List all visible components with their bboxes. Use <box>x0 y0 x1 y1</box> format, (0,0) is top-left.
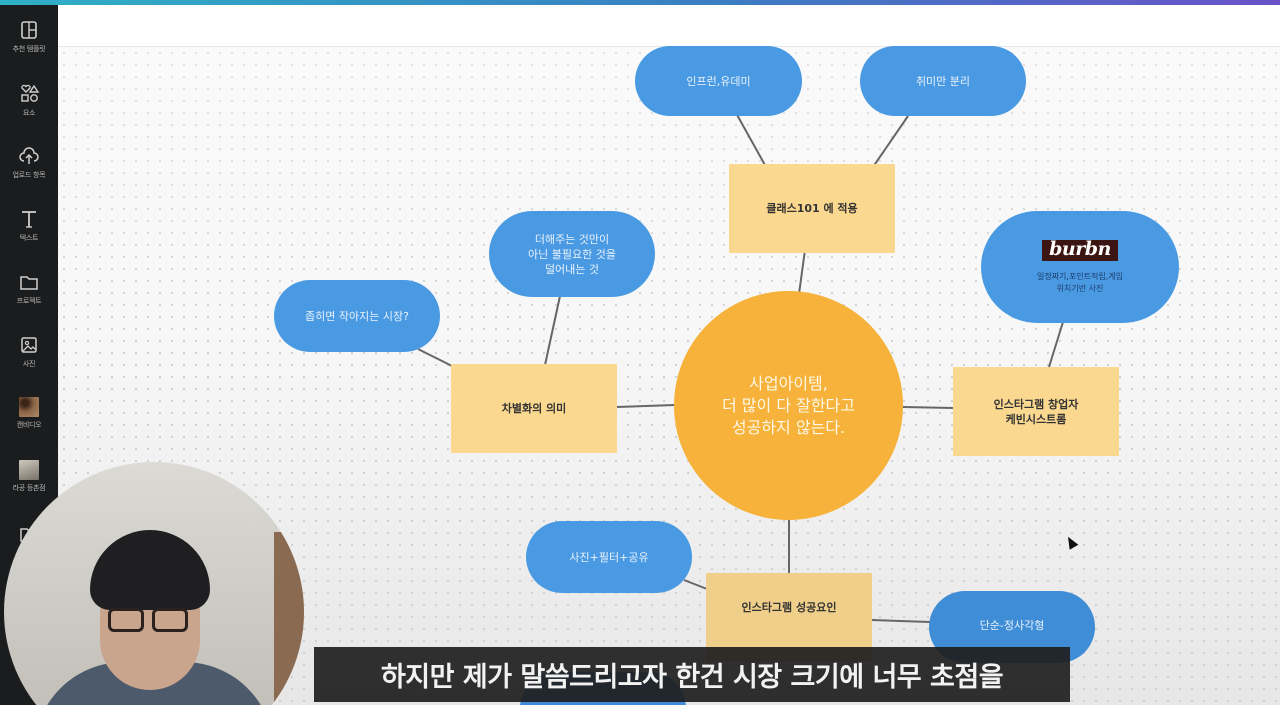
center-label-line: 더 많이 다 잘한다고 <box>721 395 856 415</box>
node-pill-narrow-market[interactable]: 좁히면 작아지는 시장? <box>274 280 440 352</box>
sidebar-item-label: 라공 등촌점 <box>12 484 46 492</box>
node-label: 인스타그램 성공요인 <box>741 601 837 614</box>
upload-cloud-icon <box>19 147 39 164</box>
photo-icon <box>21 337 37 353</box>
presenter-webcam <box>4 462 304 705</box>
burbn-logo: burbn <box>1042 239 1118 261</box>
node-label: 더해주는 것만이 아닌 불필요한 것을 덜어내는 것 <box>528 232 616 277</box>
text-icon <box>22 211 36 228</box>
folder-icon <box>20 276 38 290</box>
sidebar-item-label: 추천 템플릿 <box>12 45 46 53</box>
image-thumbnail <box>19 460 39 480</box>
sidebar-item-label: 텍스트 <box>19 234 39 242</box>
webcam-background-wall <box>274 532 304 705</box>
node-label: 인프런,유데미 <box>686 74 751 88</box>
node-pill-inflearn-udemy[interactable]: 인프런,유데미 <box>635 46 802 116</box>
node-label: 차별화의 의미 <box>501 402 567 415</box>
node-label: 인스타그램 창업자 케빈시스트롬 <box>994 397 1079 427</box>
node-label-line: 아닌 불필요한 것을 <box>528 247 616 261</box>
center-label: 사업아이템, 더 많이 다 잘한다고 성공하지 않는다. <box>722 373 855 439</box>
center-label-line: 성공하지 않는다. <box>731 417 846 437</box>
node-pill-subtraction[interactable]: 더해주는 것만이 아닌 불필요한 것을 덜어내는 것 <box>489 211 655 297</box>
node-label-line: 위치기반 사진 <box>1056 283 1104 293</box>
node-label: 사진+필터+공유 <box>569 550 649 564</box>
elements-icon <box>21 84 40 102</box>
video-thumbnail <box>19 397 39 417</box>
sidebar-item-text[interactable]: 텍스트 <box>0 208 58 243</box>
node-label-line: 일정짜기,포인트적립,게임 <box>1036 271 1124 281</box>
sidebar-item-projects[interactable]: 프로젝트 <box>0 271 58 306</box>
node-label: 취미만 분리 <box>915 74 971 88</box>
sidebar-item-label: 프로젝트 <box>16 297 42 305</box>
sidebar-item-video[interactable]: 캔비디오 <box>0 397 58 430</box>
video-subtitle: 하지만 제가 말씀드리고자 한건 시장 크기에 너무 초점을 <box>314 647 1070 702</box>
node-label-line: 인스타그램 창업자 <box>993 397 1079 411</box>
node-label: 단순-정사각형 <box>979 618 1045 632</box>
node-box-instagram-founder[interactable]: 인스타그램 창업자 케빈시스트롬 <box>953 367 1119 456</box>
sidebar-item-label: 사진 <box>22 360 36 368</box>
sidebar-item-label: 업로드 항목 <box>12 171 46 179</box>
node-label: 클래스101 에 적용 <box>766 202 858 215</box>
node-center-topic[interactable]: 사업아이템, 더 많이 다 잘한다고 성공하지 않는다. <box>674 291 903 520</box>
node-label-line: 더해주는 것만이 <box>534 232 610 246</box>
node-pill-photo-filter-share[interactable]: 사진+필터+공유 <box>526 521 692 593</box>
center-label-line: 사업아이템, <box>749 373 828 393</box>
sidebar-item-label: 캔비디오 <box>16 421 42 429</box>
glasses-icon <box>108 608 144 632</box>
subtitle-text: 하지만 제가 말씀드리고자 한건 시장 크기에 너무 초점을 <box>380 662 1004 693</box>
glasses-icon <box>152 608 188 632</box>
node-pill-hobby-separation[interactable]: 취미만 분리 <box>860 46 1026 116</box>
sidebar-item-label: 요소 <box>22 109 36 117</box>
sidebar-item-elements[interactable]: 요소 <box>0 83 58 118</box>
sidebar-item-photos[interactable]: 사진 <box>0 334 58 369</box>
sidebar-item-folder-image[interactable]: 라공 등촌점 <box>0 460 58 493</box>
node-pill-burbn[interactable]: burbn 일정짜기,포인트적립,게임 위치기반 사진 <box>981 211 1179 323</box>
sidebar-item-templates[interactable]: 추천 템플릿 <box>0 19 58 54</box>
node-box-differentiation[interactable]: 차별화의 의미 <box>451 364 617 453</box>
top-accent-bar <box>0 0 1280 5</box>
node-label-line: 케빈시스트롬 <box>1005 412 1067 426</box>
node-label-line: 덜어내는 것 <box>544 262 600 276</box>
node-label: 좁히면 작아지는 시장? <box>305 309 409 323</box>
template-icon <box>21 21 37 39</box>
presenter-hair <box>90 530 210 610</box>
sidebar-item-uploads[interactable]: 업로드 항목 <box>0 145 58 180</box>
node-box-class101[interactable]: 클래스101 에 적용 <box>729 164 895 253</box>
